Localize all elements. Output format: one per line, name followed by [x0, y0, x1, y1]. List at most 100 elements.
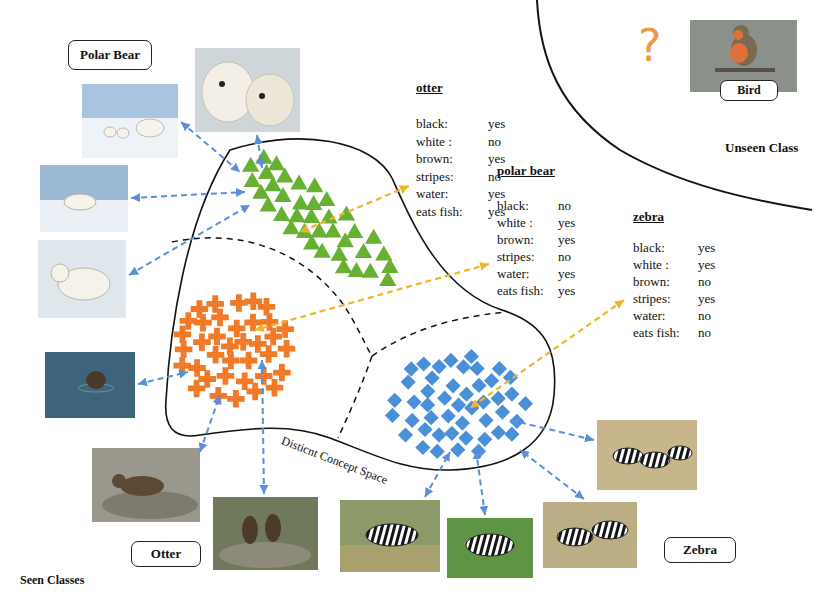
- attribute-value-holder: yes: [698, 257, 715, 273]
- orange-cross: [245, 293, 262, 310]
- polar-bear-photo: [40, 165, 128, 232]
- concept-space-outline: [166, 139, 555, 470]
- attribute-name-holder: stripes:: [416, 169, 454, 185]
- photo-arrow: [129, 205, 250, 275]
- green-triangle: [348, 262, 365, 277]
- attribute-name: white :: [497, 215, 533, 231]
- attribute-name-holder: black:: [633, 240, 665, 256]
- attribute-name-holder: black:: [497, 198, 529, 214]
- blue-diamond: [451, 398, 466, 413]
- green-triangle: [346, 223, 363, 238]
- scatter-points: [173, 149, 533, 459]
- attribute-name-holder: white :: [497, 215, 533, 231]
- blue-diamond: [504, 427, 519, 442]
- attribute-name-holder: eats fish:: [497, 283, 544, 299]
- table-heading-holder: otter: [416, 80, 443, 96]
- attribute-name: eats fish:: [416, 204, 463, 220]
- photo-ground: [213, 497, 318, 570]
- zebra-figure: [592, 521, 628, 539]
- orange-cross-cluster: [173, 293, 295, 408]
- bear-eye: [219, 81, 225, 87]
- otter-figure: [112, 474, 126, 488]
- bear-figure: [51, 264, 69, 282]
- attribute-name: water:: [497, 266, 529, 282]
- attribute-value: yes: [558, 283, 575, 299]
- orange-cross: [193, 333, 210, 350]
- blue-diamond: [504, 387, 519, 402]
- attribute-value: no: [558, 198, 571, 214]
- attribute-name: black:: [416, 116, 448, 132]
- green-triangle: [303, 208, 320, 223]
- blue-diamond: [431, 427, 446, 442]
- green-triangle: [264, 176, 281, 191]
- photo-ground: [82, 84, 178, 158]
- attribute-arrows: [255, 186, 624, 408]
- blue-diamond: [425, 371, 440, 386]
- bear-figure: [104, 127, 116, 137]
- orange-cross: [278, 340, 295, 357]
- green-triangle: [292, 194, 309, 209]
- bear-figure: [64, 194, 96, 210]
- class-label-box: Zebra: [664, 537, 736, 563]
- attribute-name-holder: water:: [497, 266, 529, 282]
- attribute-value-holder: no: [488, 134, 501, 150]
- bird-breast: [730, 43, 748, 63]
- table-heading: polar bear: [497, 163, 555, 179]
- attribute-name-holder: brown:: [497, 232, 534, 248]
- class-label-box: Otter: [131, 541, 201, 567]
- orange-cross: [273, 364, 290, 381]
- region-label: Unseen Class: [725, 140, 798, 156]
- blue-diamond: [417, 422, 432, 437]
- green-triangle: [362, 263, 379, 278]
- blue-diamond: [464, 400, 479, 415]
- attribute-arrow: [300, 186, 409, 232]
- green-triangle: [305, 195, 322, 210]
- otter-figure: [265, 514, 281, 542]
- orange-cross: [227, 390, 244, 407]
- green-triangle: [335, 258, 352, 273]
- green-triangle: [365, 229, 382, 244]
- green-triangle: [306, 177, 323, 192]
- attribute-name: black:: [497, 198, 529, 214]
- blue-diamond: [491, 425, 506, 440]
- blue-diamond: [420, 384, 435, 399]
- photo-arrow: [425, 452, 450, 497]
- table-heading-holder: zebra: [633, 209, 664, 225]
- blue-diamond: [492, 361, 507, 376]
- green-triangle: [290, 174, 307, 189]
- orange-cross: [208, 328, 225, 345]
- orange-cross: [173, 357, 190, 374]
- photo-arrow: [476, 450, 485, 515]
- blue-diamond: [477, 432, 492, 447]
- concept-space-label: Disticnt Concept Space: [279, 433, 390, 488]
- blue-diamond: [437, 391, 452, 406]
- class-label: Polar Bear: [80, 47, 140, 63]
- blue-diamond: [459, 387, 474, 402]
- zebra-figure: [668, 446, 692, 460]
- attribute-value-holder: yes: [558, 232, 575, 248]
- attribute-value: no: [698, 274, 711, 290]
- class-label: Otter: [151, 546, 181, 562]
- photo-ground: [340, 500, 440, 572]
- attribute-name: stripes:: [497, 249, 535, 265]
- otter-photo: [92, 448, 200, 522]
- attribute-name: brown:: [633, 274, 670, 290]
- otter-figure: [86, 371, 106, 389]
- photo-snow: [82, 118, 178, 158]
- attribute-value: no: [698, 308, 711, 324]
- attribute-name-holder: stripes:: [633, 291, 671, 307]
- zebra-figure: [557, 528, 593, 546]
- blue-diamond: [471, 378, 486, 393]
- bear-figure: [246, 74, 294, 126]
- photo-ground: [92, 448, 200, 522]
- blue-diamond: [464, 349, 479, 364]
- blue-diamond: [416, 356, 431, 371]
- orange-cross: [188, 380, 205, 397]
- photo-ground: [45, 352, 135, 418]
- orange-cross: [234, 333, 251, 350]
- blue-diamond: [407, 394, 422, 409]
- photo-arrow: [200, 395, 220, 452]
- photo-ground: [543, 502, 637, 568]
- orange-cross: [240, 352, 257, 369]
- photo-arrow: [181, 122, 240, 172]
